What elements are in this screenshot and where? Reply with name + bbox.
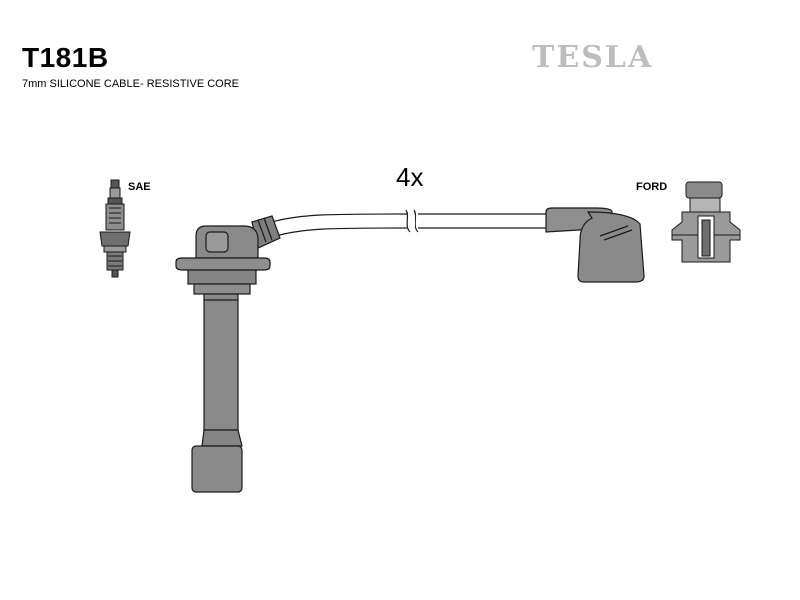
brand-logo: TESLA [532,40,654,75]
part-code: T181B [22,42,109,73]
cable [271,209,548,237]
spark-plug-icon [99,179,131,278]
quantity-label: 4x [396,162,424,192]
left-boot [175,215,281,493]
cable-description: 7mm SILICONE CABLE- RESISTIVE CORE [22,78,239,90]
right-boot [545,207,645,283]
ford-terminal-label: FORD [636,181,668,193]
cable-break [410,215,415,227]
ford-terminal-icon [671,181,741,263]
sae-terminal-label: SAE [128,181,151,193]
